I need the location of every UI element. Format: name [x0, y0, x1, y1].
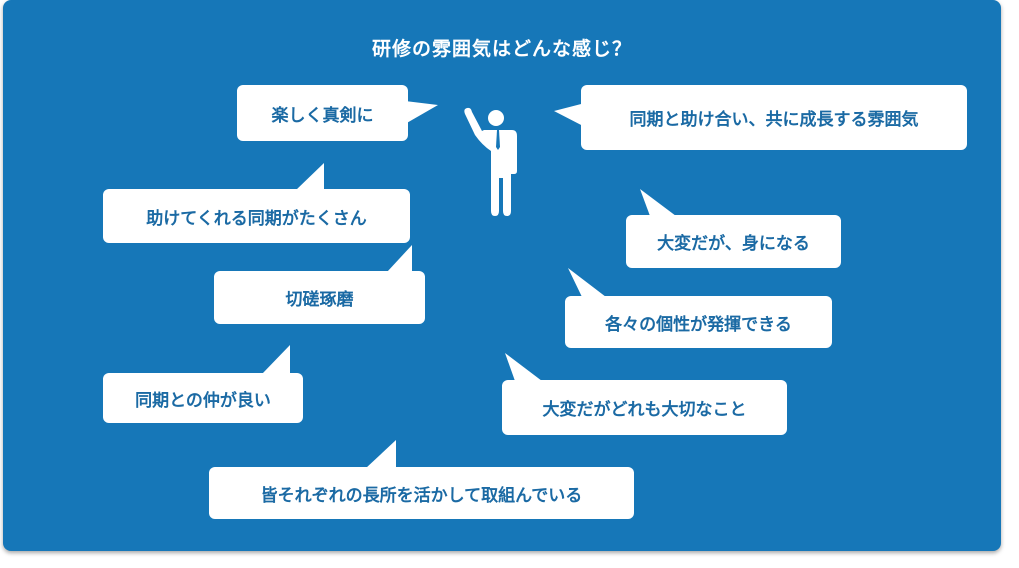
bubble-friendly-rivalry: 切磋琢磨 — [214, 271, 425, 324]
diagram-title: 研修の雰囲気はどんな感じ？ — [371, 38, 632, 60]
tail-6 — [568, 268, 606, 297]
bubble-use-strengths: 皆それぞれの長所を活かして取組んでいる — [209, 467, 634, 519]
tail-4 — [640, 189, 676, 216]
tail-7 — [262, 345, 290, 374]
bubble-good-relations: 同期との仲が良い — [103, 373, 303, 423]
tail-2 — [554, 103, 585, 127]
bubble-hard-but-useful: 大変だが、身になる — [626, 215, 841, 268]
bubble-fun-serious: 楽しく真剣に — [237, 85, 408, 141]
bubble-individuality: 各々の個性が発揮できる — [565, 296, 832, 348]
tail-1 — [405, 101, 438, 124]
tail-3 — [296, 163, 324, 190]
tail-8 — [505, 353, 542, 381]
bubble-grow-together: 同期と助け合い、共に成長する雰囲気 — [581, 85, 967, 150]
tail-9 — [366, 440, 396, 468]
bubble-helpful-peers: 助けてくれる同期がたくさん — [103, 189, 410, 243]
person-pointing-up-icon — [464, 107, 517, 216]
bubble-all-important: 大変だがどれも大切なこと — [502, 380, 787, 435]
tail-5 — [387, 245, 412, 272]
